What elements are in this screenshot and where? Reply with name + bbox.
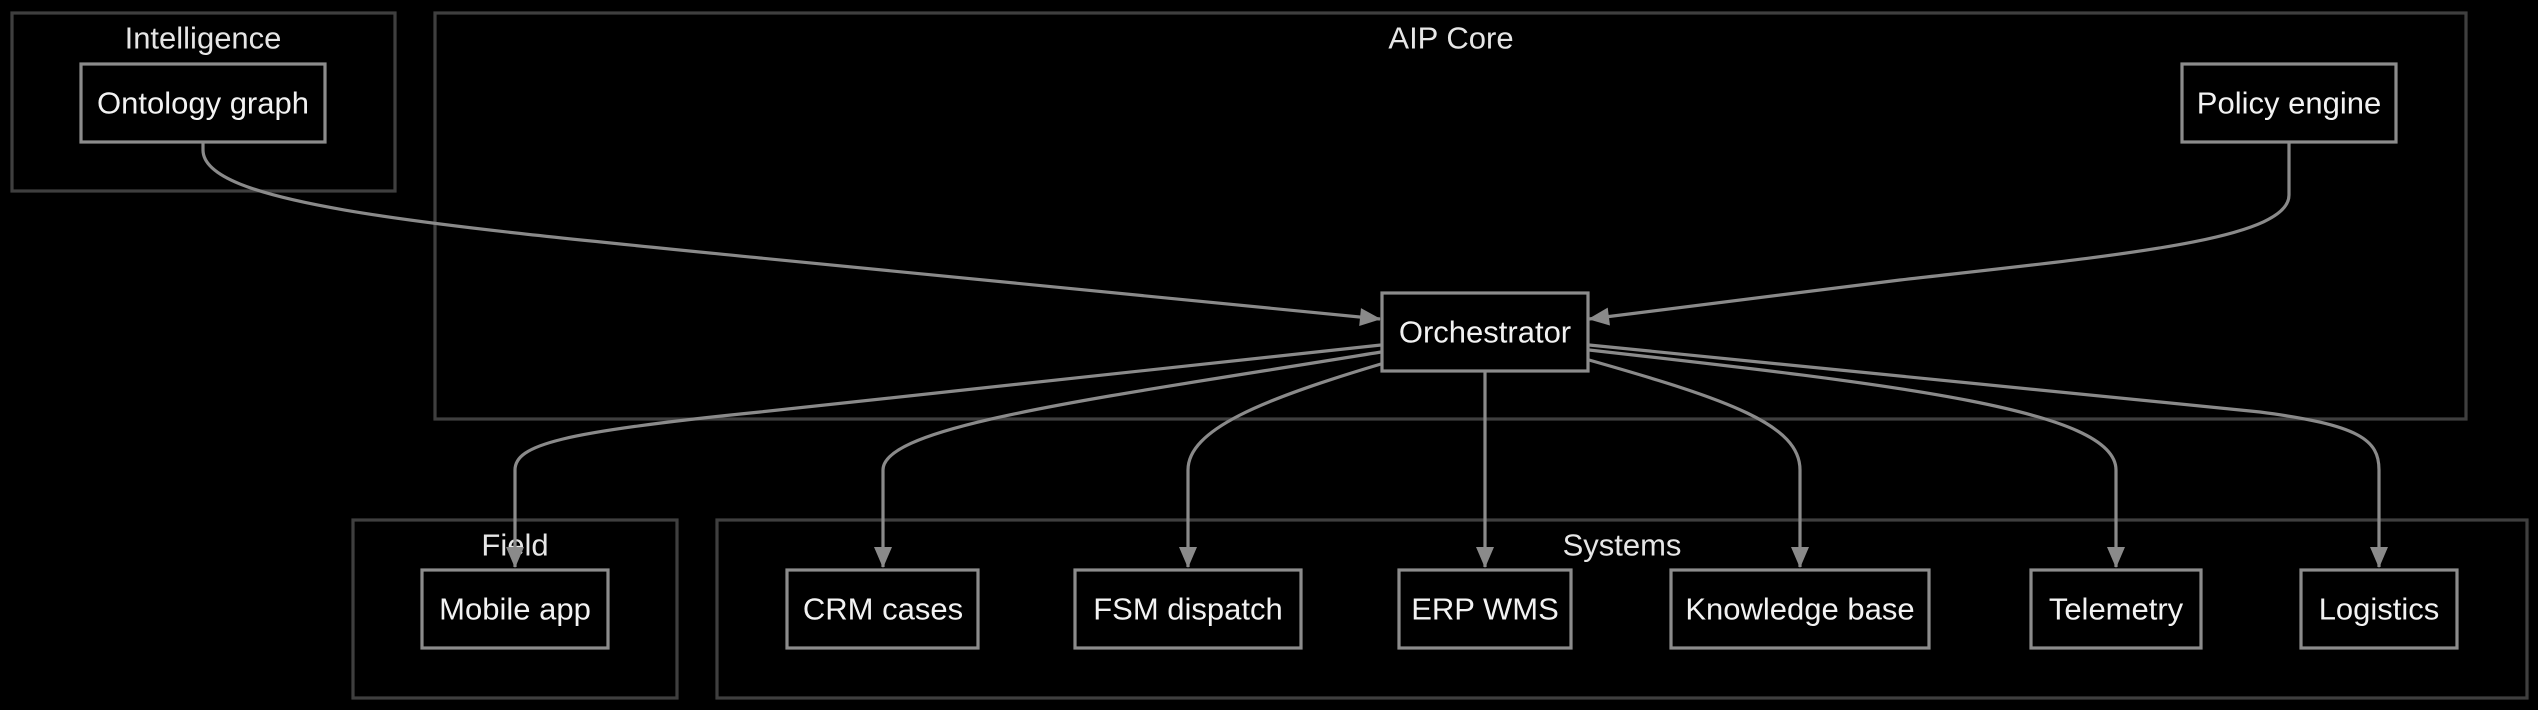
- node-policy-engine[interactable]: Policy engine: [2180, 62, 2398, 144]
- edge-orchestrator-to-knowledge-base: [1588, 358, 1809, 568]
- node-ontology-graph-box[interactable]: [79, 62, 327, 144]
- node-mobile-app-box[interactable]: [420, 568, 610, 650]
- edge-orchestrator-to-mobile-app: [506, 343, 1382, 568]
- edge-orchestrator-to-telemetry: [1588, 348, 2125, 568]
- cluster-aip-core: AIP Core: [433, 11, 2468, 421]
- node-mobile-app[interactable]: Mobile app: [420, 568, 610, 650]
- node-logistics-box[interactable]: [2299, 568, 2459, 650]
- edge-orchestrator-to-crm-cases: [874, 350, 1382, 568]
- node-ontology-graph[interactable]: Ontology graph: [79, 62, 327, 144]
- node-crm-cases-box[interactable]: [785, 568, 980, 650]
- edge-orchestrator-to-logistics: [1588, 343, 2388, 568]
- cluster-systems-border: [715, 518, 2529, 700]
- node-knowledge-base[interactable]: Knowledge base: [1669, 568, 1931, 650]
- node-erp-wms-box[interactable]: [1397, 568, 1573, 650]
- node-telemetry[interactable]: Telemetry: [2029, 568, 2203, 650]
- cluster-aip-core-label: AIP Core: [1388, 21, 1513, 56]
- cluster-systems-label: Systems: [1563, 528, 1682, 563]
- edges: [201, 142, 2388, 568]
- node-logistics[interactable]: Logistics: [2299, 568, 2459, 650]
- node-fsm-dispatch-box[interactable]: [1073, 568, 1303, 650]
- cluster-intelligence-border: [10, 11, 397, 193]
- cluster-aip-core-border: [433, 11, 2468, 421]
- edge-orchestrator-to-fsm-dispatch: [1179, 362, 1382, 568]
- node-crm-cases[interactable]: CRM cases: [785, 568, 980, 650]
- node-orchestrator-box[interactable]: [1380, 291, 1590, 373]
- node-telemetry-box[interactable]: [2029, 568, 2203, 650]
- node-policy-engine-box[interactable]: [2180, 62, 2398, 144]
- edge-ontology-to-orchestrator: [201, 142, 1381, 326]
- node-fsm-dispatch[interactable]: FSM dispatch: [1073, 568, 1303, 650]
- cluster-intelligence: Intelligence: [10, 11, 397, 193]
- node-knowledge-base-box[interactable]: [1669, 568, 1931, 650]
- cluster-intelligence-label: Intelligence: [125, 21, 282, 56]
- cluster-systems: Systems: [715, 518, 2529, 700]
- node-orchestrator[interactable]: Orchestrator: [1380, 291, 1590, 373]
- node-erp-wms[interactable]: ERP WMS: [1397, 568, 1573, 650]
- edge-policy-to-orchestrator: [1588, 142, 2291, 326]
